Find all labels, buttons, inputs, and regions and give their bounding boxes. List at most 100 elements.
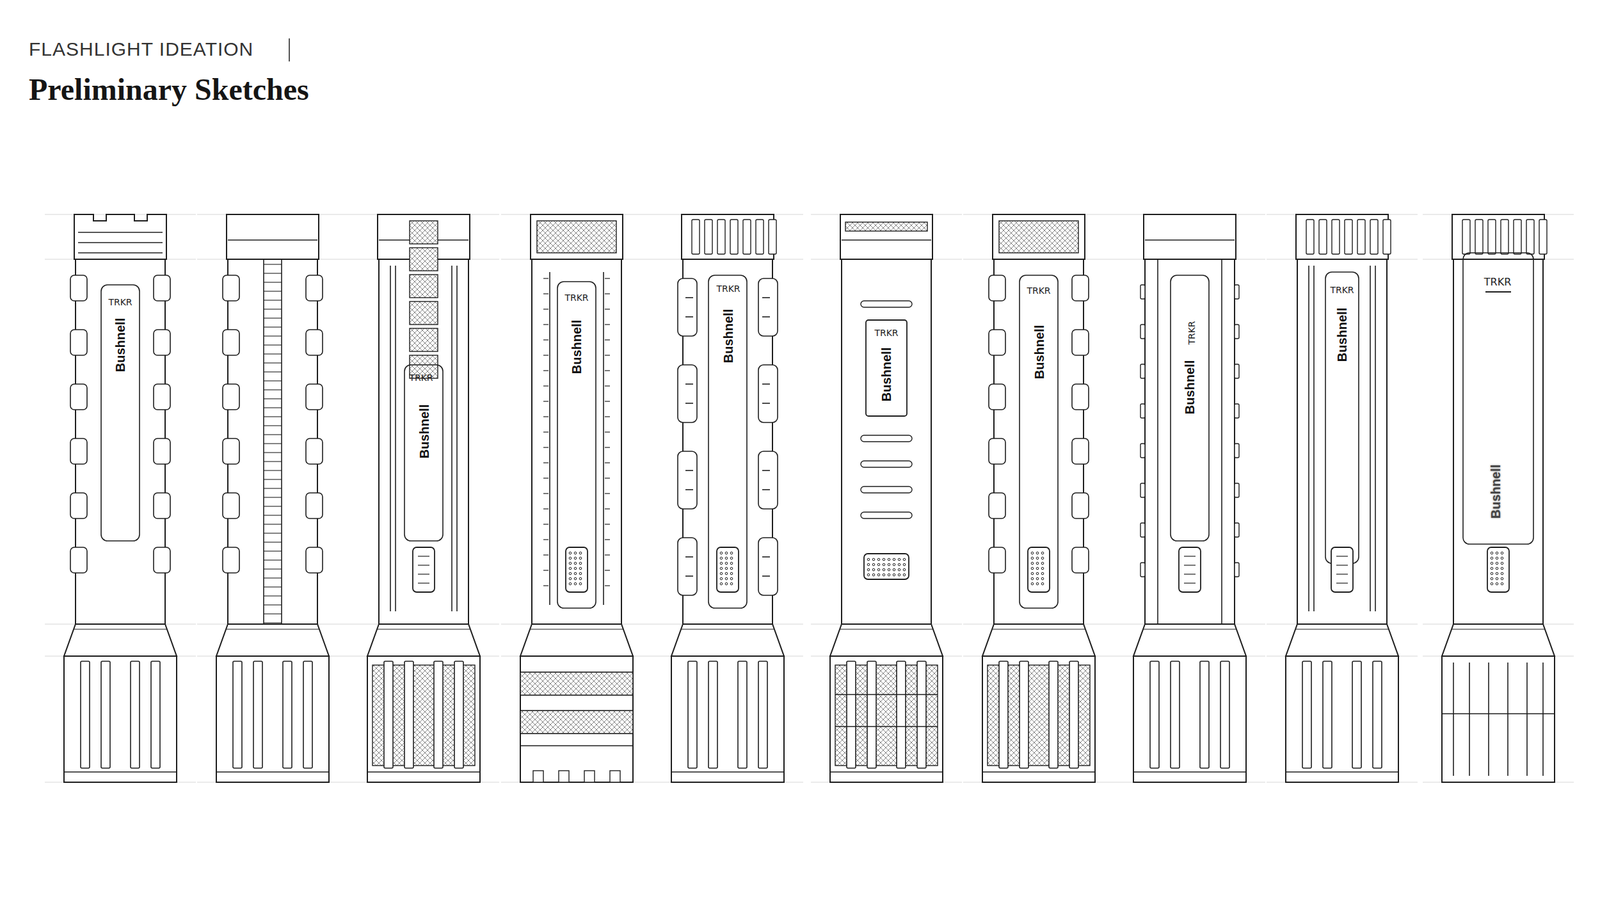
- grip-bump: [305, 275, 323, 301]
- brand-mark: Bushnell: [113, 318, 128, 372]
- grip-bump: [70, 492, 88, 519]
- switch-dot: [1041, 572, 1044, 575]
- knurl-square: [409, 301, 438, 325]
- grip-tick: [543, 508, 549, 509]
- switch-dot: [574, 561, 577, 565]
- side-stud: [1140, 284, 1145, 299]
- head-rib: [303, 661, 313, 768]
- grip-bump: [153, 492, 171, 519]
- head-seam: [520, 744, 633, 747]
- head-rib: [433, 661, 443, 768]
- grip-tick: [604, 584, 610, 586]
- rail-rung: [263, 523, 282, 525]
- grip-slot: [860, 486, 912, 493]
- switch-dot: [872, 563, 875, 566]
- switch-dot: [730, 582, 733, 585]
- rail-rung: [263, 622, 282, 623]
- switch-dot: [892, 563, 896, 566]
- head-seam: [982, 771, 1096, 772]
- pad-line: [762, 383, 770, 385]
- cap-rib: [1462, 219, 1471, 255]
- page-title: Preliminary Sketches: [28, 71, 310, 107]
- pad-line: [762, 316, 770, 318]
- switch-dot: [897, 568, 901, 571]
- switch-dot: [725, 567, 728, 570]
- label-recess: [1463, 252, 1534, 544]
- head-seam: [64, 771, 177, 772]
- knurl-square: [409, 328, 438, 352]
- tail-cap: [1296, 214, 1389, 260]
- switch-dot: [579, 577, 582, 580]
- grip-pad: [758, 451, 778, 509]
- cap-rib: [730, 219, 738, 255]
- switch-dot: [1041, 567, 1044, 570]
- grip-bump: [988, 384, 1006, 410]
- taper-ring: [1296, 628, 1389, 630]
- grip-tick: [543, 385, 549, 386]
- taper-ring: [840, 628, 933, 630]
- brand-mark: Bushnell: [1335, 307, 1350, 362]
- rail-rung: [263, 317, 282, 319]
- switch-line: [1336, 564, 1348, 566]
- switch-dot: [877, 558, 880, 561]
- model-mark: TRKR: [1186, 320, 1197, 345]
- side-stud: [1234, 284, 1240, 299]
- taper-ring: [992, 628, 1085, 630]
- rail-rung: [263, 299, 282, 301]
- grip-slot: [860, 460, 912, 468]
- flashlight-sketch: [963, 214, 1115, 783]
- grip-tick: [543, 462, 549, 463]
- grip-tick: [604, 323, 610, 325]
- head-bezel: [1441, 656, 1555, 783]
- rail-rung: [263, 308, 282, 310]
- grip-bump: [1072, 492, 1089, 519]
- cap-rib: [1475, 219, 1483, 255]
- grip-bump: [153, 384, 171, 410]
- head-seam: [1441, 712, 1555, 715]
- grip-bump: [988, 492, 1006, 519]
- head-bezel: [216, 656, 329, 783]
- switch-dot: [725, 561, 728, 565]
- grip-bump: [988, 329, 1006, 356]
- label-recess: [708, 275, 747, 608]
- label-recess: [1170, 275, 1209, 541]
- switch-line: [1184, 573, 1196, 575]
- cap-rib: [1370, 219, 1378, 255]
- head-rib: [758, 661, 768, 768]
- crown-tooth: [533, 770, 544, 783]
- cap-rib: [1500, 219, 1509, 255]
- flashlight-sketch: [197, 214, 349, 783]
- switch-dot: [730, 577, 733, 580]
- switch-dot: [730, 551, 733, 555]
- head-bezel: [982, 656, 1096, 783]
- cap-ridge: [78, 252, 163, 254]
- switch-pad: [412, 547, 435, 592]
- grip-tick: [543, 354, 549, 356]
- head-seam: [671, 771, 784, 772]
- head-rib: [1302, 661, 1312, 768]
- crown-tooth: [558, 770, 569, 783]
- grip-tick: [543, 293, 549, 294]
- cap-rib: [1344, 219, 1353, 255]
- pad-line: [762, 469, 770, 472]
- body-groove: [1369, 265, 1371, 612]
- switch-dot: [867, 568, 870, 571]
- taper-ring: [530, 628, 623, 630]
- grip-tick: [604, 446, 610, 448]
- switch-dot: [867, 573, 870, 576]
- cap-rib: [1306, 219, 1314, 255]
- model-mark: TRKR: [1329, 284, 1354, 296]
- grip-bump: [70, 547, 88, 573]
- switch-dot: [1490, 556, 1494, 560]
- grip-pad: [677, 278, 697, 336]
- facet-line: [1542, 662, 1544, 776]
- grip-tick: [543, 323, 549, 325]
- rail-rung: [263, 586, 282, 587]
- brand-mark: Bushnell: [879, 347, 895, 402]
- page-kicker: FLASHLIGHT IDEATION: [28, 38, 254, 61]
- body-tube: [1144, 259, 1235, 624]
- rail-rung: [263, 272, 282, 274]
- flashlight-sketch: [348, 214, 500, 783]
- switch-dot: [1495, 551, 1499, 555]
- grip-tick: [543, 416, 549, 417]
